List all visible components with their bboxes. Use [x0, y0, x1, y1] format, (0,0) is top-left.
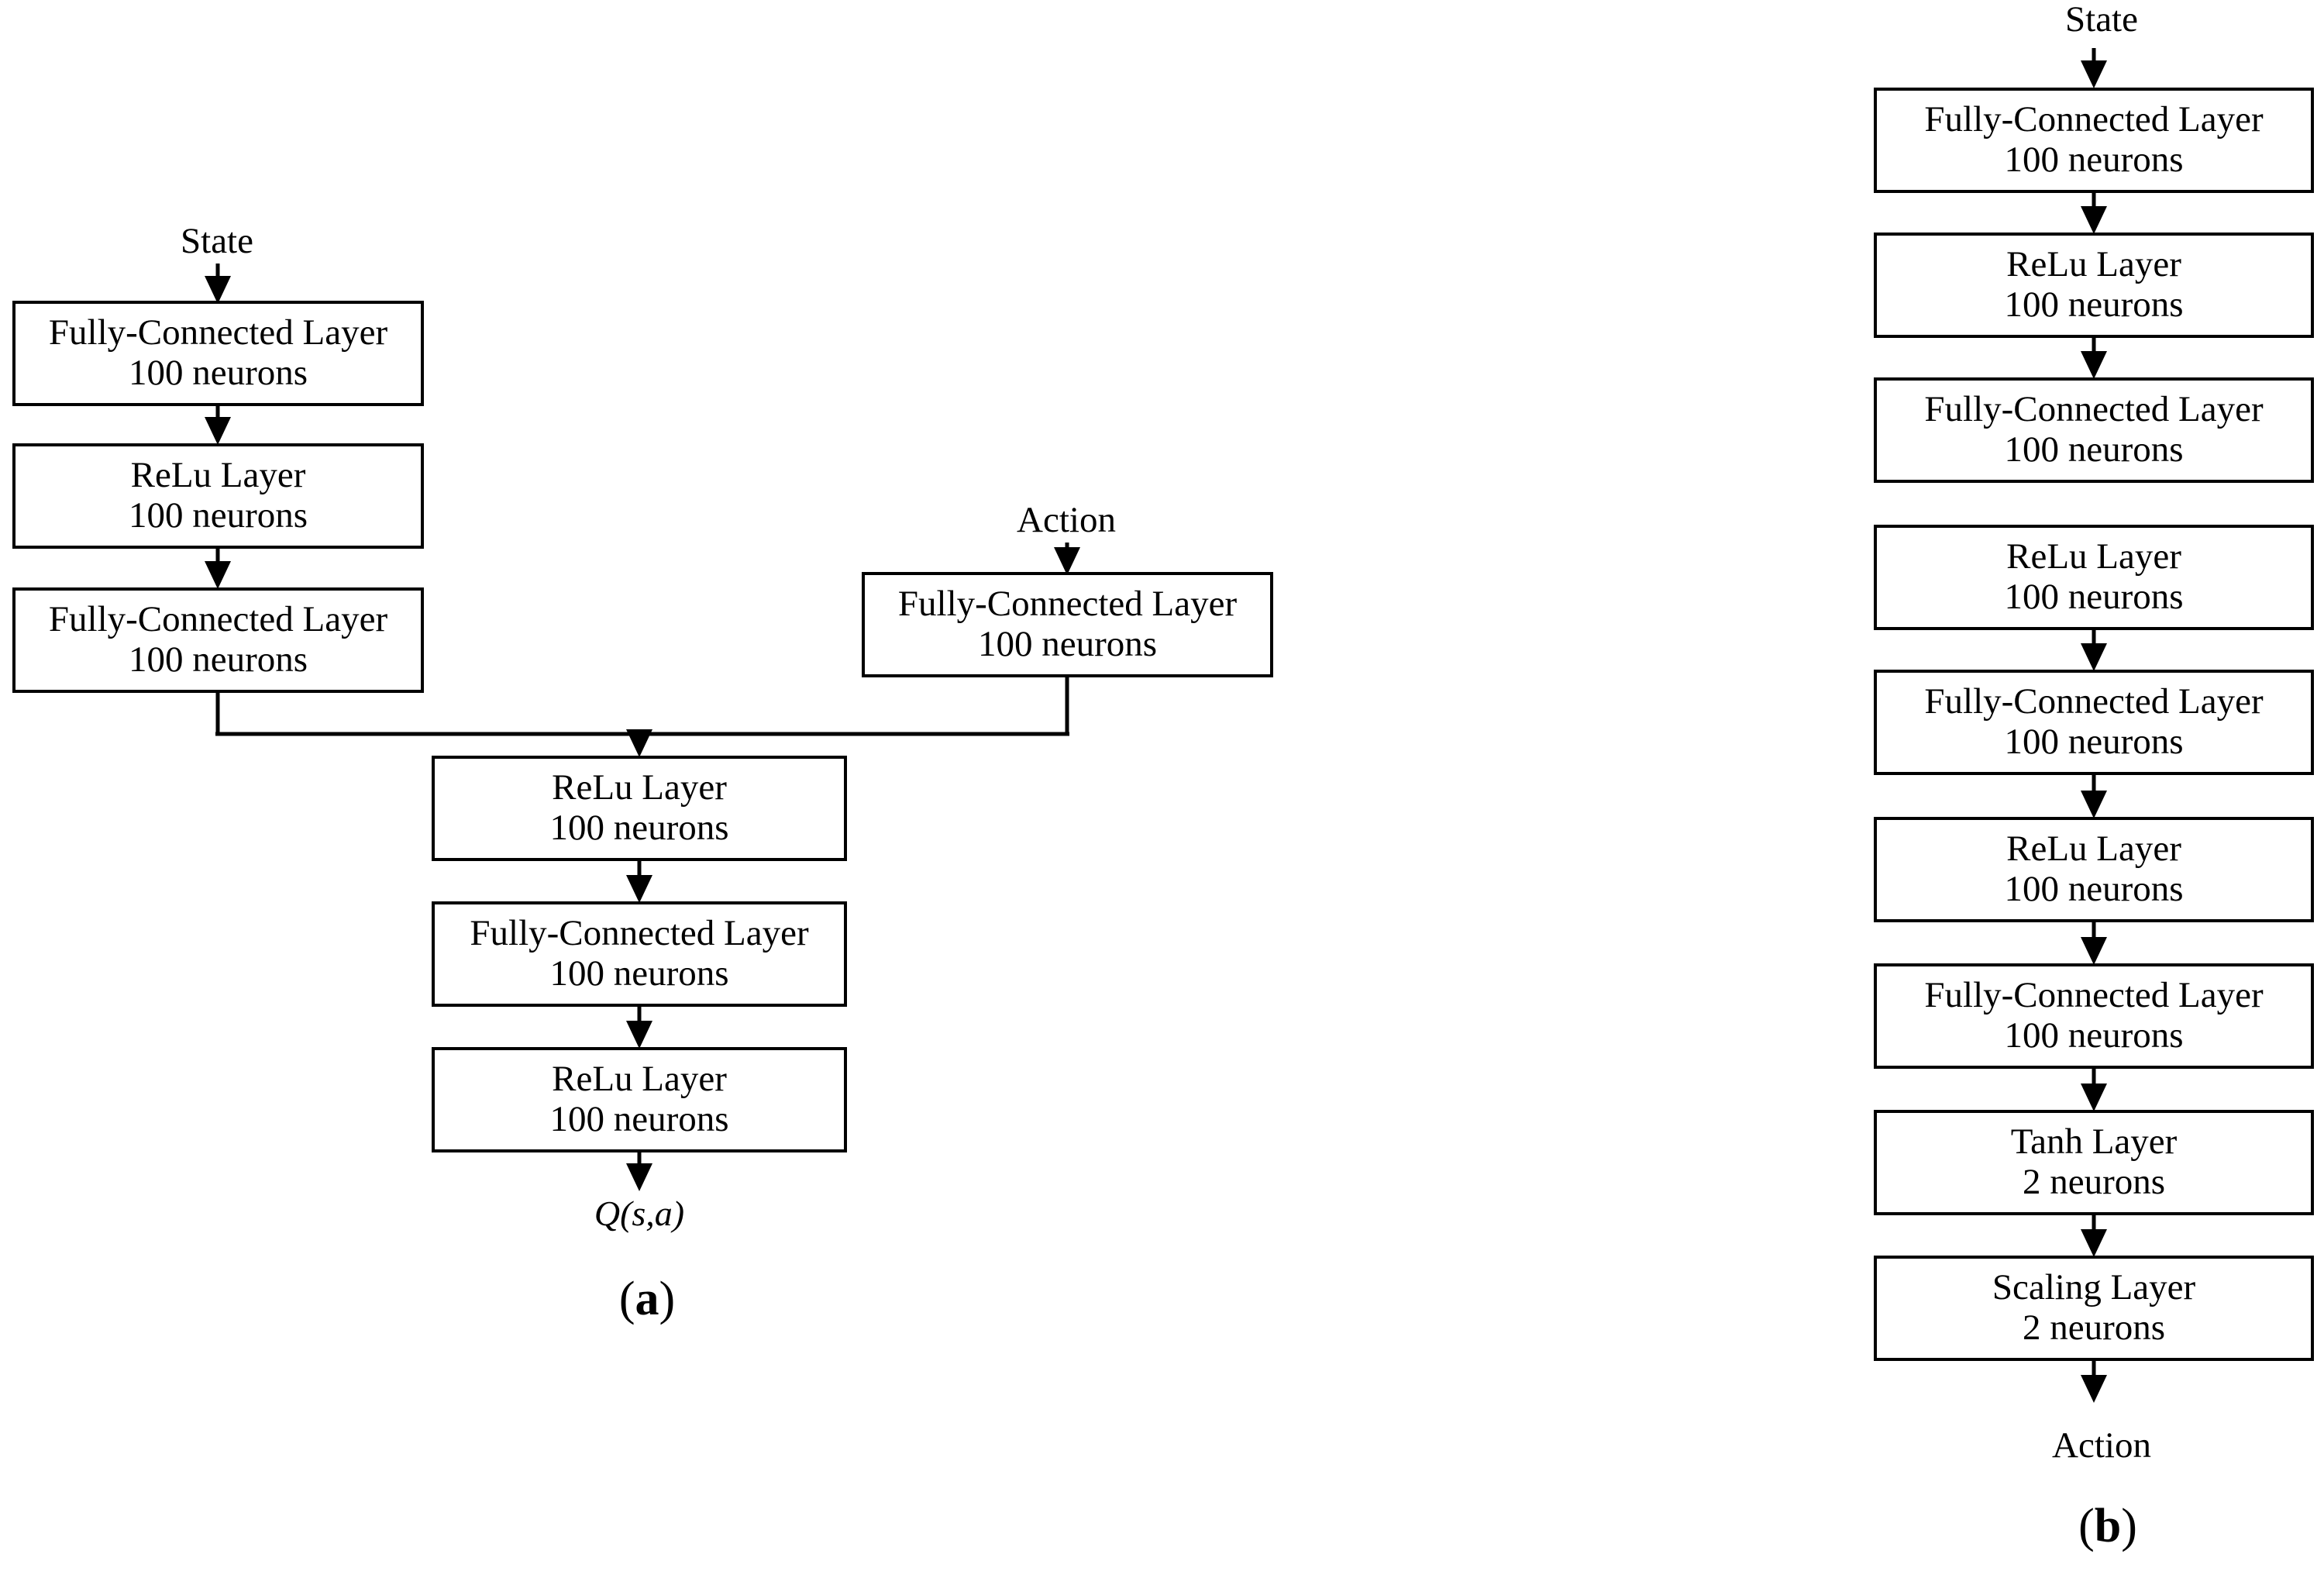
layer-box-b-7[interactable]: Fully-Connected Layer 100 neurons [1874, 963, 2314, 1069]
layer-neurons: 100 neurons [128, 639, 308, 680]
arrow-b-box4-to-box5 [2081, 630, 2107, 671]
layer-title: Fully-Connected Layer [48, 599, 388, 640]
panel-caption-a-letter: a [635, 1273, 659, 1325]
layer-neurons: 100 neurons [2004, 1015, 2184, 1056]
layer-box-a-trunk-3[interactable]: ReLu Layer 100 neurons [432, 1047, 847, 1152]
layer-neurons: 100 neurons [977, 624, 1158, 664]
input-label-state-a: State [181, 221, 253, 261]
arrow-a-state-to-box1 [205, 264, 231, 304]
panel-caption-b-prefix: ( [2078, 1500, 2095, 1552]
layer-title: Fully-Connected Layer [1924, 681, 2264, 722]
layer-box-b-9[interactable]: Scaling Layer 2 neurons [1874, 1256, 2314, 1361]
input-label-action-a: Action [1017, 500, 1116, 540]
layer-title: Tanh Layer [2010, 1121, 2178, 1163]
layer-title: ReLu Layer [2006, 829, 2181, 870]
layer-box-b-4[interactable]: ReLu Layer 100 neurons [1874, 525, 2314, 630]
layer-box-a-trunk-1[interactable]: ReLu Layer 100 neurons [432, 756, 847, 861]
layer-box-a-state-1[interactable]: Fully-Connected Layer 100 neurons [12, 301, 424, 406]
layer-box-a-state-3[interactable]: Fully-Connected Layer 100 neurons [12, 587, 424, 693]
panel-caption-b-suffix: ) [2121, 1500, 2137, 1552]
panel-caption-a-suffix: ) [659, 1273, 676, 1325]
layer-box-b-3[interactable]: Fully-Connected Layer 100 neurons [1874, 377, 2314, 483]
layer-title: Fully-Connected Layer [470, 913, 809, 954]
output-label-q-s-a: Q(s,a) [594, 1194, 685, 1233]
layer-title: Fully-Connected Layer [48, 312, 388, 353]
arrow-a-action-to-actionbox [1054, 543, 1080, 575]
panel-caption-b-letter: b [2094, 1500, 2122, 1552]
layer-title: ReLu Layer [552, 1059, 727, 1100]
layer-title: Scaling Layer [1992, 1267, 2196, 1308]
arrow-a-box1-to-box2 [205, 406, 231, 445]
arrow-a-box2-to-box3 [205, 549, 231, 589]
arrow-b-box5-to-box6 [2081, 775, 2107, 818]
layer-neurons: 100 neurons [549, 808, 729, 848]
layer-neurons: 100 neurons [549, 1099, 729, 1139]
layer-box-a-state-2[interactable]: ReLu Layer 100 neurons [12, 443, 424, 549]
arrow-a-trunk2-to-trunk3 [626, 1007, 652, 1049]
layer-neurons: 100 neurons [128, 495, 308, 536]
layer-box-b-8[interactable]: Tanh Layer 2 neurons [1874, 1110, 2314, 1215]
arrow-b-state-to-box1 [2081, 48, 2107, 88]
layer-neurons: 100 neurons [2004, 722, 2184, 762]
layer-neurons: 100 neurons [2004, 284, 2184, 325]
panel-caption-a-prefix: ( [618, 1273, 635, 1325]
layer-box-a-action-1[interactable]: Fully-Connected Layer 100 neurons [862, 572, 1273, 677]
layer-title: ReLu Layer [552, 767, 727, 808]
layer-neurons: 100 neurons [2004, 429, 2184, 470]
layer-neurons: 100 neurons [549, 953, 729, 994]
arrow-b-box7-to-box8 [2081, 1069, 2107, 1111]
arrow-b-box8-to-box9 [2081, 1215, 2107, 1257]
arrow-b-box6-to-box7 [2081, 922, 2107, 965]
arrow-b-box2-to-box3 [2081, 338, 2107, 379]
layer-title: Fully-Connected Layer [897, 584, 1238, 625]
arrow-a-trunk1-to-trunk2 [626, 861, 652, 903]
layer-box-b-1[interactable]: Fully-Connected Layer 100 neurons [1874, 88, 2314, 193]
layer-box-b-2[interactable]: ReLu Layer 100 neurons [1874, 233, 2314, 338]
layer-title: ReLu Layer [2006, 536, 2181, 577]
layer-neurons: 100 neurons [2004, 577, 2184, 617]
layer-title: ReLu Layer [2006, 244, 2181, 285]
arrow-a-trunk3-to-output [626, 1152, 652, 1191]
layer-box-b-5[interactable]: Fully-Connected Layer 100 neurons [1874, 670, 2314, 775]
panel-caption-a: (a) [546, 1275, 748, 1323]
arrow-b-box1-to-box2 [2081, 193, 2107, 234]
layer-neurons: 2 neurons [2022, 1307, 2166, 1348]
arrow-b-box9-to-output [2081, 1361, 2107, 1403]
layer-box-b-6[interactable]: ReLu Layer 100 neurons [1874, 817, 2314, 922]
layer-title: Fully-Connected Layer [1924, 99, 2264, 140]
output-label-action-b: Action [2052, 1425, 2151, 1466]
layer-neurons: 100 neurons [2004, 140, 2184, 180]
layer-neurons: 100 neurons [2004, 869, 2184, 909]
layer-neurons: 2 neurons [2022, 1162, 2166, 1202]
input-label-state-b: State [2065, 0, 2138, 40]
layer-title: ReLu Layer [130, 455, 306, 496]
panel-caption-b: (b) [2007, 1502, 2209, 1550]
layer-box-a-trunk-2[interactable]: Fully-Connected Layer 100 neurons [432, 901, 847, 1007]
layer-title: Fully-Connected Layer [1924, 975, 2264, 1016]
layer-title: Fully-Connected Layer [1924, 389, 2264, 430]
layer-neurons: 100 neurons [128, 353, 308, 393]
